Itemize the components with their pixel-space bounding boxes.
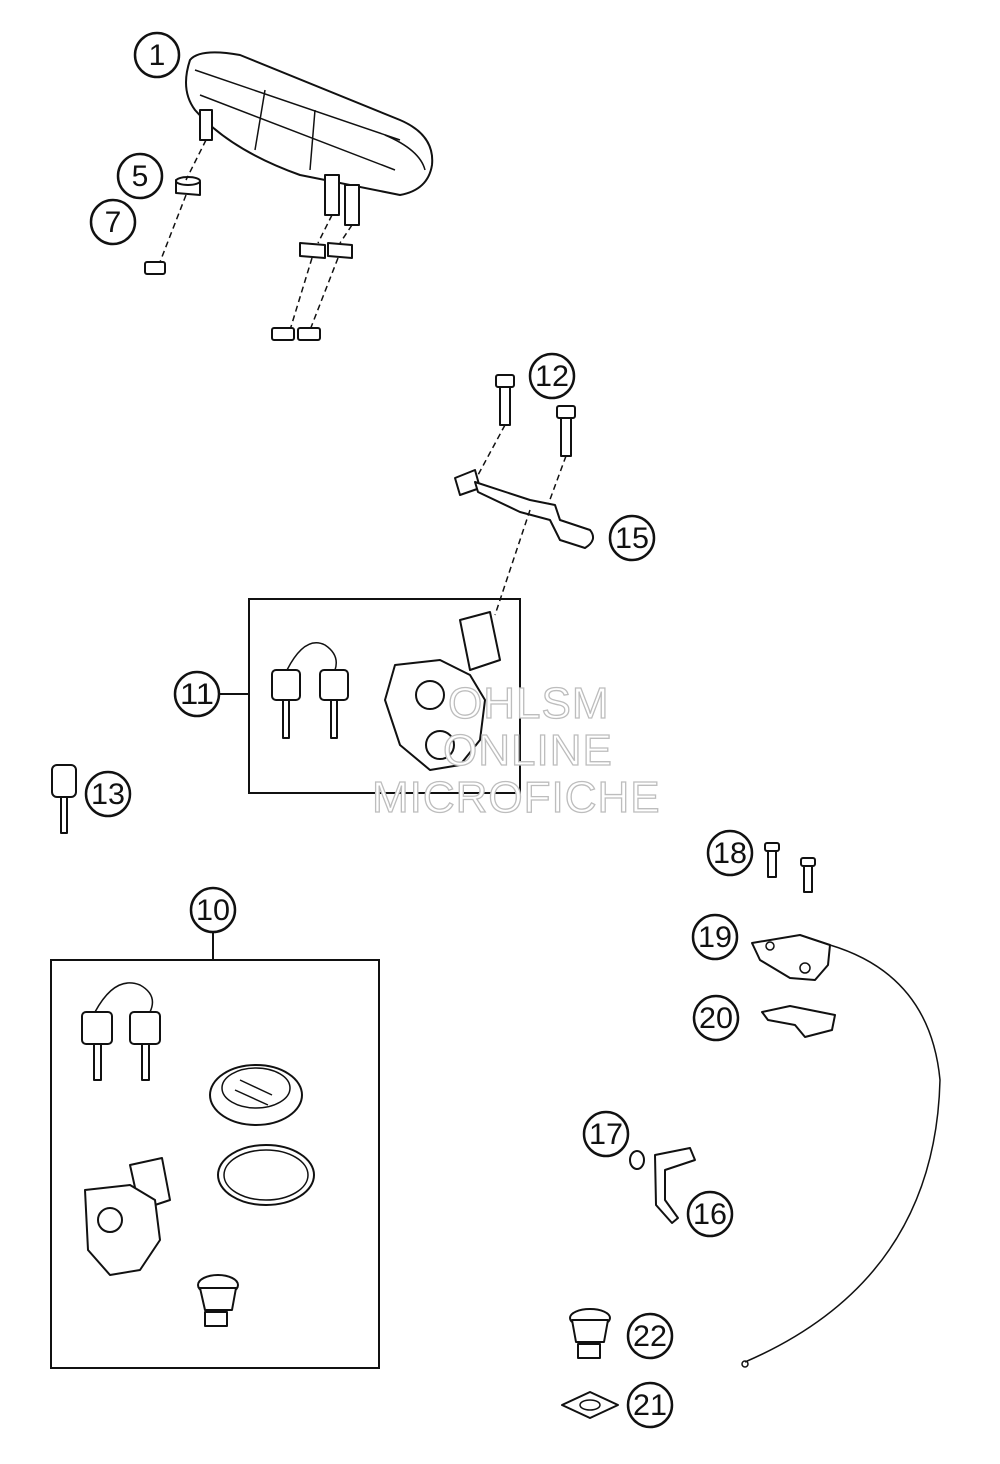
fuel-cap xyxy=(209,1064,303,1126)
callout-circle xyxy=(706,829,754,877)
bolt-12b xyxy=(556,405,576,457)
callout-13: 13 xyxy=(84,770,132,818)
callout-label: 12 xyxy=(535,360,569,393)
bracket-16 xyxy=(654,1147,696,1224)
callout-label: 5 xyxy=(132,160,149,193)
kit-box-11 xyxy=(248,598,521,794)
key-13 xyxy=(51,764,77,834)
callout-label: 22 xyxy=(633,1320,667,1353)
callout-circle xyxy=(189,886,237,934)
callout-17: 17 xyxy=(582,1110,630,1158)
callout-1: 1 xyxy=(133,31,181,79)
callout-19: 19 xyxy=(691,913,739,961)
callout-circle xyxy=(626,1381,674,1429)
seat-lock-22 xyxy=(569,1308,611,1359)
callout-label: 7 xyxy=(105,206,122,239)
callout-15: 15 xyxy=(608,514,656,562)
callout-circle xyxy=(608,514,656,562)
watermark-line1: OHLSM xyxy=(448,679,609,728)
nut-17 xyxy=(629,1150,645,1170)
seat-lock-10 xyxy=(197,1274,239,1327)
gasket-21 xyxy=(561,1391,619,1419)
key-pair-11 xyxy=(271,642,349,739)
callout-7: 7 xyxy=(89,198,137,246)
grommet-5 xyxy=(175,176,201,196)
callout-circle xyxy=(686,1190,734,1238)
watermark: OHLSM ONLINE MICROFICHE xyxy=(371,678,661,822)
callout-circle xyxy=(173,670,221,718)
screw-7 xyxy=(144,261,166,275)
grommets-lower xyxy=(299,242,353,259)
screws-lower xyxy=(271,327,321,341)
callout-label: 18 xyxy=(713,837,747,870)
callout-22: 22 xyxy=(626,1312,674,1360)
callout-circle xyxy=(116,152,164,200)
callout-circle xyxy=(89,198,137,246)
release-cable xyxy=(744,944,941,1363)
callout-label: 20 xyxy=(699,1002,733,1035)
kit-box-10 xyxy=(50,959,380,1369)
watermark-line2: ONLINE xyxy=(443,726,613,775)
bolts-18 xyxy=(764,842,816,893)
watermark-line3: MICROFICHE xyxy=(372,773,661,822)
callout-label: 21 xyxy=(633,1389,667,1422)
callout-label: 13 xyxy=(91,778,125,811)
ignition-lock-11 xyxy=(384,611,501,771)
callout-circle xyxy=(691,913,739,961)
callout-label: 17 xyxy=(589,1118,623,1151)
key-pair-10 xyxy=(81,982,161,1081)
callout-circle xyxy=(133,31,181,79)
callout-label: 16 xyxy=(693,1198,727,1231)
callout-16: 16 xyxy=(686,1190,734,1238)
callout-12: 12 xyxy=(528,352,576,400)
lock-plate-19 xyxy=(751,934,831,981)
callout-20: 20 xyxy=(692,994,740,1042)
callout-circle xyxy=(84,770,132,818)
callout-circle xyxy=(582,1110,630,1158)
callout-circle xyxy=(692,994,740,1042)
callout-label: 1 xyxy=(149,39,166,72)
fuel-cap-seal xyxy=(217,1144,315,1206)
bracket-15 xyxy=(454,469,595,549)
callout-circle xyxy=(626,1312,674,1360)
callout-11: 11 xyxy=(173,670,221,718)
instrument-cluster xyxy=(185,51,434,226)
ignition-lock-10 xyxy=(84,1157,171,1276)
callout-21: 21 xyxy=(626,1381,674,1429)
callout-18: 18 xyxy=(706,829,754,877)
bracket-20 xyxy=(761,1005,836,1038)
callout-label: 10 xyxy=(196,894,230,927)
callout-label: 19 xyxy=(698,921,732,954)
callout-label: 11 xyxy=(180,678,214,711)
callout-10: 10 xyxy=(189,886,237,934)
callout-label: 15 xyxy=(615,522,649,555)
callout-circle xyxy=(528,352,576,400)
callout-5: 5 xyxy=(116,152,164,200)
bolt-12a xyxy=(495,374,515,426)
